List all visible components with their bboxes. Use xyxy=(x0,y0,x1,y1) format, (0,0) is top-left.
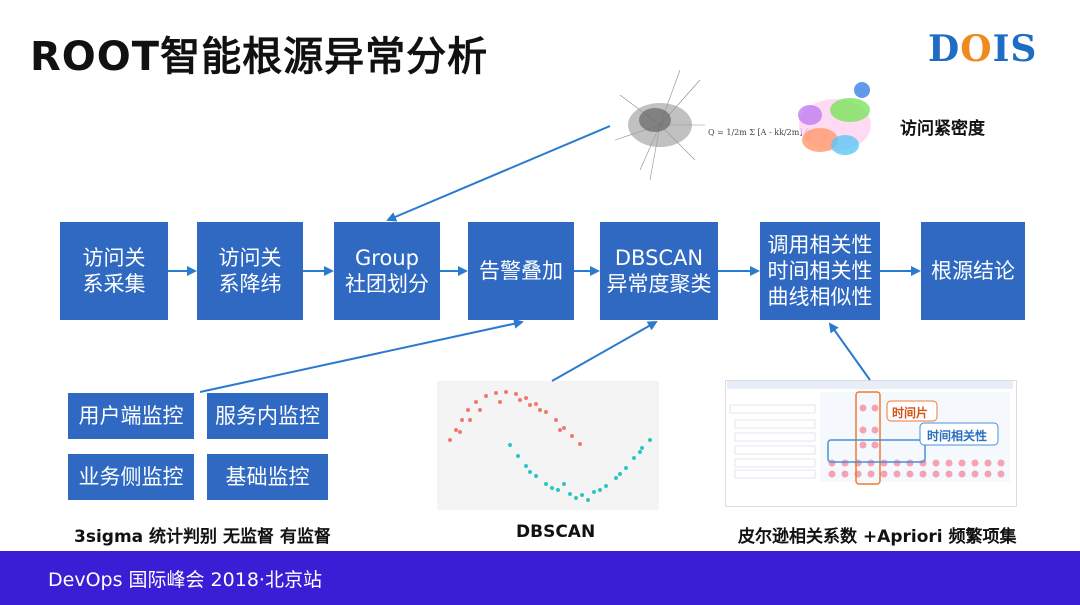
flow-step-collect: 访问关 系采集 xyxy=(60,222,168,320)
monitor-service: 服务内监控 xyxy=(207,393,328,439)
colored-network-graph xyxy=(798,82,871,155)
modularity-formula: Q = 1/2m Σ [A - kk/2m] δ(c,c) xyxy=(708,128,828,137)
flow-step-correlation: 调用相关性 时间相关性 曲线相似性 xyxy=(760,222,880,320)
time-corr-highlight xyxy=(827,439,926,463)
time-slice-highlight xyxy=(855,391,881,485)
flow-step-reduce: 访问关 系降纬 xyxy=(197,222,303,320)
time-slice-label: 时间片 xyxy=(892,406,929,420)
density-label: 访问紧密度 xyxy=(900,119,985,139)
flow-step-dbscan: DBSCAN 异常度聚类 xyxy=(600,222,718,320)
arrow-monitor-to-alert xyxy=(199,318,524,393)
caption-statistics: 3sigma 统计判别 无监督 有监督 xyxy=(74,527,331,547)
footer-text: DevOps 国际峰会 2018·北京站 xyxy=(48,569,322,591)
caption-pearson: 皮尔逊相关系数 +Apriori 频繁项集 xyxy=(738,527,1017,547)
arrow-graph-to-group xyxy=(386,125,611,222)
monitor-infra: 基础监控 xyxy=(207,454,328,500)
monitor-user-end: 用户端监控 xyxy=(68,393,194,439)
caption-dbscan: DBSCAN xyxy=(516,522,596,542)
dbscan-scatter-image xyxy=(437,381,659,510)
arrow-timeline-image xyxy=(828,322,871,381)
footer-bar: DevOps 国际峰会 2018·北京站 xyxy=(0,551,1080,605)
dois-logo: DOIS xyxy=(928,28,1038,70)
arrow-dbscan-image xyxy=(551,321,658,382)
flow-step-root-cause: 根源结论 xyxy=(921,222,1025,320)
flow-step-group: Group 社团划分 xyxy=(334,222,440,320)
time-corr-label: 时间相关性 xyxy=(927,429,988,443)
gray-network-graph xyxy=(614,69,705,181)
flow-step-alert: 告警叠加 xyxy=(468,222,574,320)
page-title: ROOT智能根源异常分析 xyxy=(30,34,489,80)
monitor-business: 业务侧监控 xyxy=(68,454,194,500)
